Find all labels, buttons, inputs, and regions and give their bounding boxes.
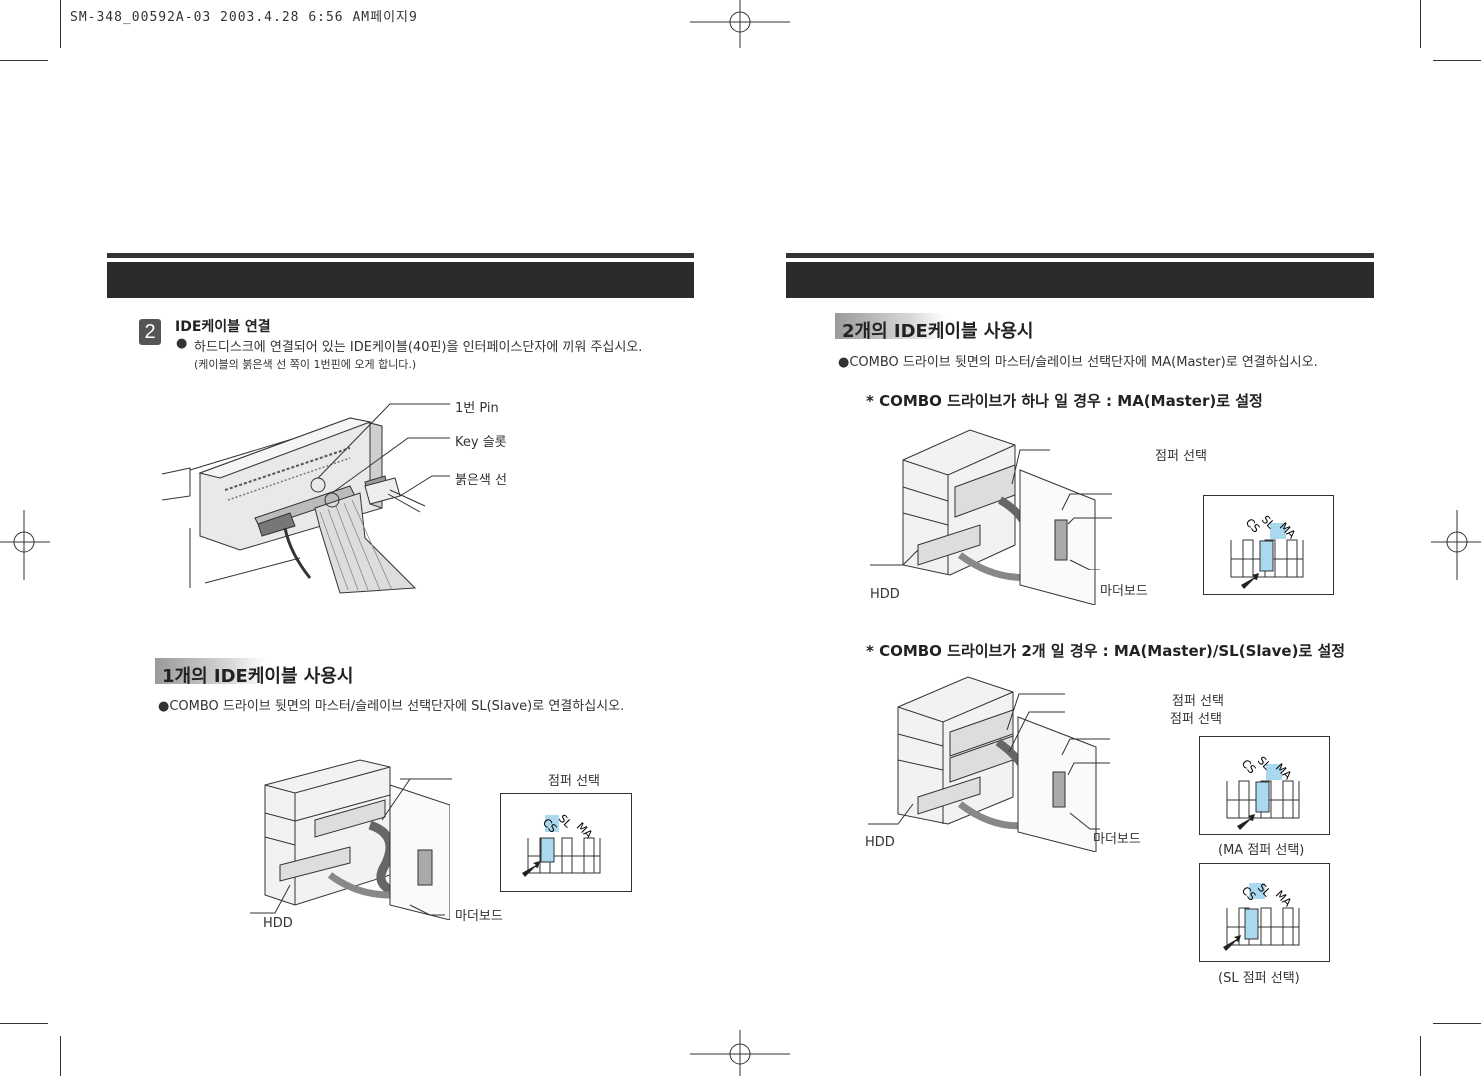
label-pin1: 1번 Pin <box>455 401 499 416</box>
leader-line <box>1011 449 1050 485</box>
jumper-diagram-sl-two: CS SL MA <box>1223 881 1300 951</box>
jumper-diagram-ma: CS SL MA <box>1230 513 1304 589</box>
crop-mark <box>60 0 61 48</box>
registration-mark-left <box>0 510 50 580</box>
jumper-diagram-sl: CS SL MA <box>522 812 601 877</box>
svg-text:CS: CS <box>1243 516 1263 536</box>
leader-line <box>1061 738 1110 830</box>
section-two-title: 2개의 IDE케이블 사용시 <box>842 321 1034 342</box>
leader-line <box>1061 493 1112 570</box>
crop-mark <box>0 1023 48 1024</box>
case-two-title: * COMBO 드라이브가 2개 일 경우 : MA(Master)/SL(Sl… <box>866 642 1346 660</box>
right-header-band <box>786 262 1374 298</box>
case-two-jumper-label-b: 점퍼 선택 <box>1170 712 1222 727</box>
crop-mark <box>1433 60 1481 61</box>
registration-mark-right <box>1431 510 1481 580</box>
hdd-label-single: HDD <box>263 916 293 931</box>
step-number: 2 <box>139 319 161 345</box>
step-note: (케이블의 붉은색 선 쪽이 1번핀에 오게 합니다.) <box>194 358 417 371</box>
leader-line <box>381 778 452 821</box>
jumper-detail-box <box>1199 736 1330 835</box>
motherboard-label-single: 마더보드 <box>455 909 503 924</box>
svg-text:CS: CS <box>1239 757 1259 777</box>
case-one-motherboard-label: 마더보드 <box>1100 584 1148 599</box>
step-title: IDE케이블 연결 <box>175 319 271 335</box>
registration-mark-bottom <box>690 1030 790 1076</box>
case-one-jumper-label: 점퍼 선택 <box>1155 449 1207 464</box>
jumper-detail-box <box>1203 495 1334 595</box>
sl-caption: (SL 점퍼 선택) <box>1218 971 1300 986</box>
leader-line <box>1006 693 1065 753</box>
jumper-diagram-ma-two: CS SL MA <box>1226 754 1300 830</box>
bullet-icon: ● <box>176 336 188 351</box>
case-two-motherboard-label: 마더보드 <box>1093 832 1141 847</box>
crop-mark <box>1420 0 1421 48</box>
case-two-hdd-label: HDD <box>865 835 895 850</box>
registration-mark-top <box>690 0 790 48</box>
left-header-rule <box>107 253 694 258</box>
left-header-band <box>107 262 694 298</box>
file-header: SM-348_00592A-03 2003.4.28 6:56 AM페이지9 <box>70 10 418 25</box>
crop-mark <box>1433 1023 1481 1024</box>
section-two-desc: ●COMBO 드라이브 뒷면의 마스터/슬레이브 선택단자에 MA(Master… <box>838 355 1318 370</box>
section-tag <box>155 658 265 684</box>
section-one-title: 1개의 IDE케이블 사용시 <box>162 666 354 687</box>
case-two-jumper-label-a: 점퍼 선택 <box>1172 694 1224 709</box>
right-header-rule <box>786 253 1374 258</box>
case-one-title: * COMBO 드라이브가 하나 일 경우 : MA(Master)로 설정 <box>866 392 1263 410</box>
ma-caption: (MA 점퍼 선택) <box>1218 843 1305 858</box>
jumper-label-single: 점퍼 선택 <box>548 774 600 789</box>
crop-mark <box>0 60 48 61</box>
step-instruction: 하드디스크에 연결되어 있는 IDE케이블(40핀)을 인터페이스단자에 끼워 … <box>194 340 643 355</box>
crop-mark <box>1420 1036 1421 1076</box>
jumper-detail-box <box>500 793 632 892</box>
section-one-desc: ●COMBO 드라이브 뒷면의 마스터/슬레이브 선택단자에 SL(Slave)… <box>158 699 625 714</box>
drive-backpanel-illustration <box>161 403 450 594</box>
label-red-line: 붉은색 선 <box>455 473 507 488</box>
pc-case-illustration-single <box>250 759 450 920</box>
pc-case-illustration-case-one <box>870 429 1096 605</box>
case-one-hdd-label: HDD <box>870 587 900 602</box>
section-tag <box>835 313 945 339</box>
crop-mark <box>60 1036 61 1076</box>
jumper-detail-box <box>1199 863 1330 962</box>
label-key-slot: Key 슬롯 <box>455 435 507 450</box>
svg-text:MA: MA <box>1273 888 1295 910</box>
